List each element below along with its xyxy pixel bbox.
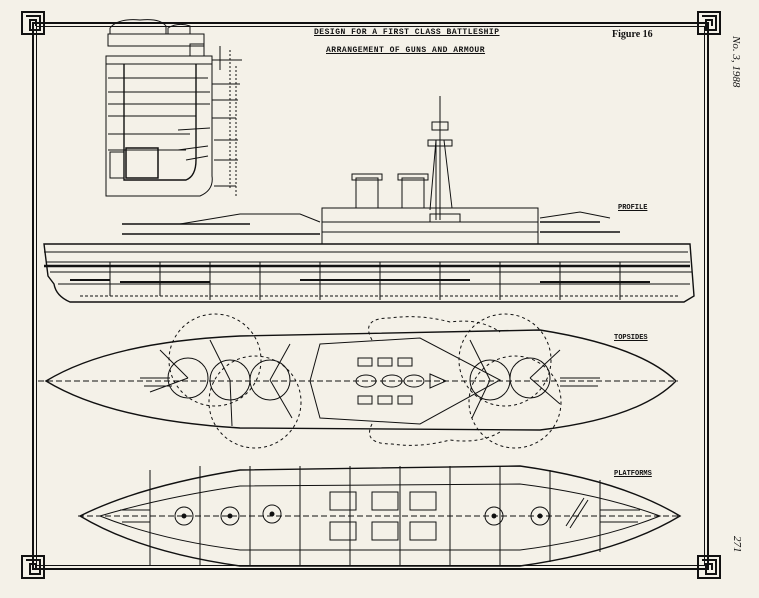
page-number: 271 xyxy=(731,536,743,553)
drawing-title: DESIGN FOR A FIRST CLASS BATTLESHIP xyxy=(314,28,500,37)
greek-key-corner-icon xyxy=(697,11,721,35)
greek-key-corner-icon xyxy=(697,555,721,579)
topsides-label: TOPSIDES xyxy=(614,334,648,342)
figure-label: Figure 16 xyxy=(612,29,653,40)
outer-border xyxy=(32,22,709,570)
platforms-drawing xyxy=(78,465,682,567)
platforms-label: PLATFORMS xyxy=(614,470,652,478)
drawing-subtitle: ARRANGEMENT OF GUNS AND ARMOUR xyxy=(326,46,486,55)
topsides-drawing xyxy=(38,313,678,449)
midship-section-drawing xyxy=(105,19,242,197)
journal-issue: No. 3, 1988 xyxy=(730,36,742,88)
greek-key-corner-icon xyxy=(21,11,45,35)
profile-drawing xyxy=(43,96,695,303)
greek-key-corner-icon xyxy=(21,555,45,579)
profile-label: PROFILE xyxy=(618,204,648,212)
